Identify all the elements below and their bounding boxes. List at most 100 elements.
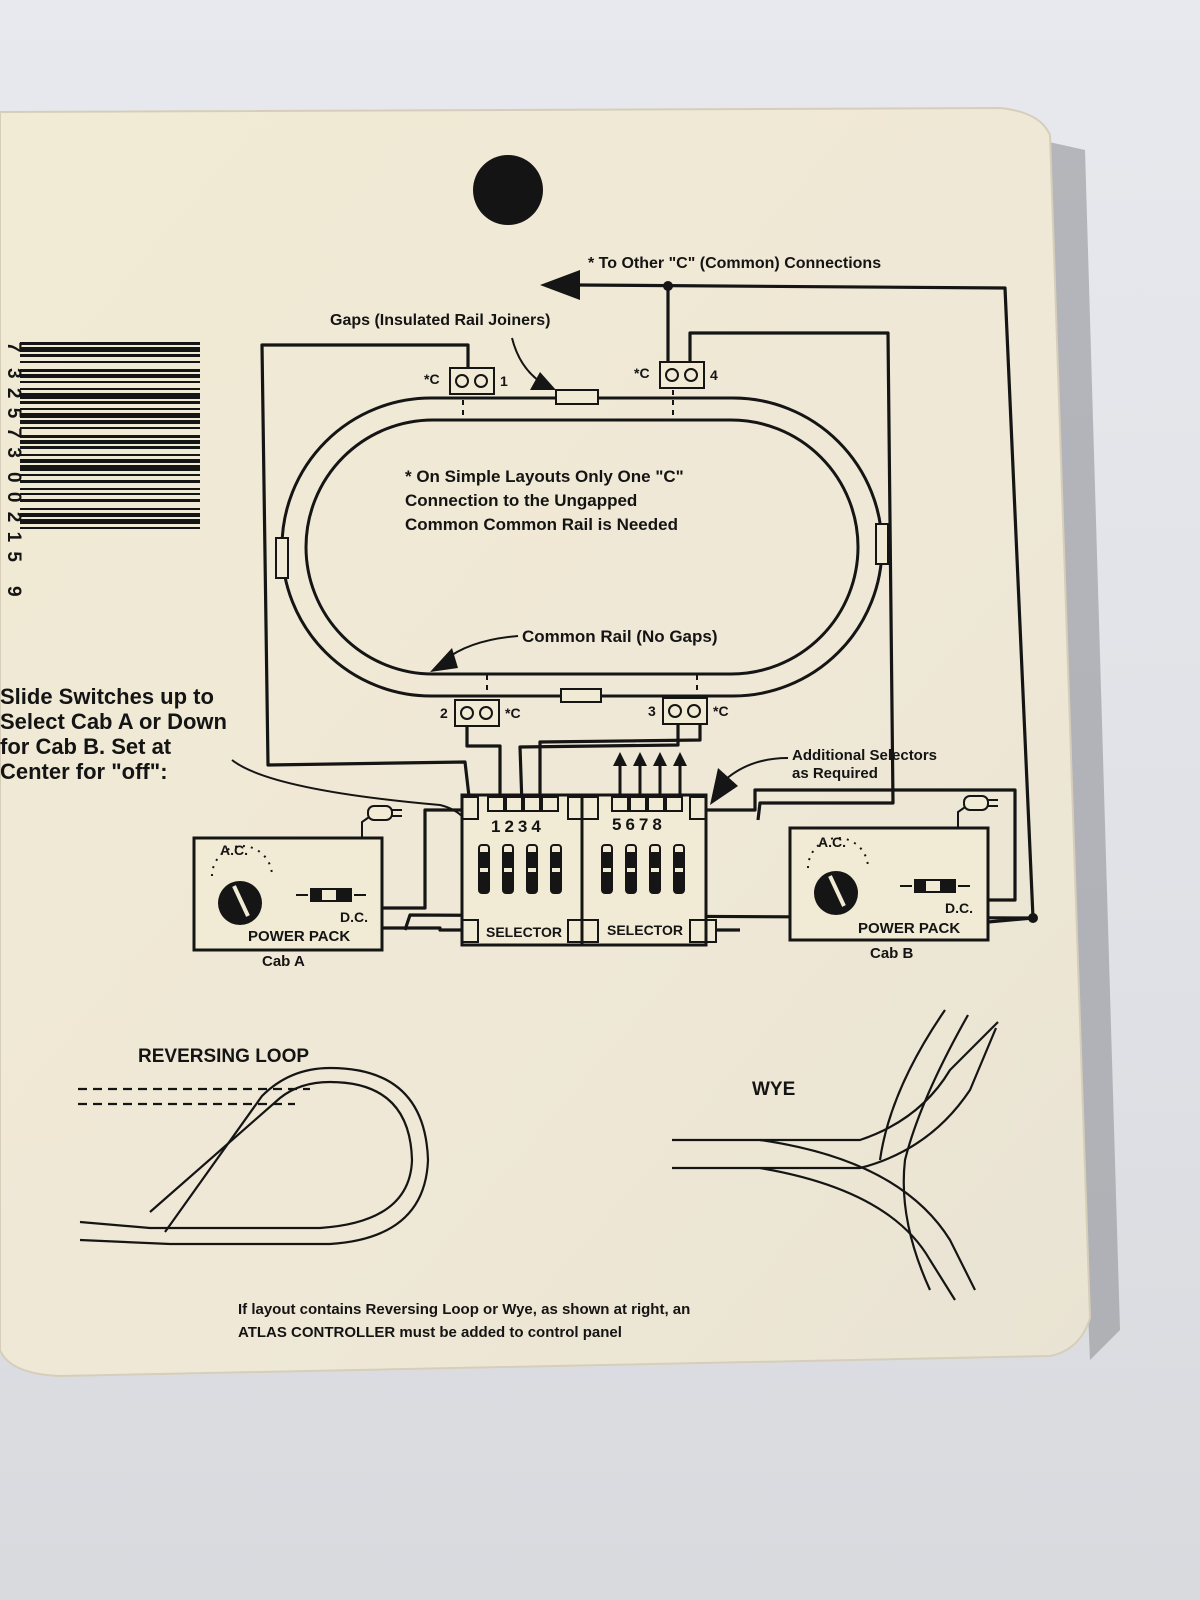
simple-layouts-note-1: * On Simple Layouts Only One "C" [405, 467, 684, 486]
terminal-1-number: 1 [500, 373, 508, 389]
additional-selectors-label-2: as Required [792, 765, 878, 782]
barcode-digit-3: 00215 [3, 472, 24, 562]
terminal-4-number: 4 [710, 367, 718, 383]
cab-b-plug-icon [957, 795, 998, 828]
oval-track [275, 389, 889, 703]
terminal-block-4: *C 4 [634, 361, 718, 389]
cab-b-dc-label: D.C. [945, 900, 973, 916]
cab-a-title: POWER PACK [248, 928, 350, 945]
wye-label: WYE [752, 1079, 795, 1100]
barcode-digit-4: 9 [3, 586, 24, 597]
barcode-digit-1: 7 [3, 342, 24, 353]
gap-joiner-left [275, 537, 289, 579]
gaps-arrow-head [530, 372, 556, 390]
wye-drawing [672, 1009, 999, 1301]
additional-selectors-pointer [724, 757, 789, 781]
selector-right-label: SELECTOR [607, 922, 683, 938]
terminal-1-common-label: *C [424, 371, 440, 387]
reversing-loop-drawing [78, 1066, 430, 1246]
selector-terminal [611, 796, 629, 812]
instructions-line-2: Select Cab A or Down [0, 709, 227, 734]
selector-right-switches [601, 844, 685, 894]
selector-terminal [523, 796, 541, 812]
cab-a-wire-1 [383, 808, 462, 910]
slide-switch [649, 844, 661, 894]
selector-terminal [647, 796, 665, 812]
selector-terminal [629, 796, 647, 812]
cab-b-direction-switch-icon [900, 879, 970, 893]
additional-selectors-arrow-head [710, 768, 738, 805]
common-rail-arrow-head [430, 648, 458, 672]
selector-left-numbers: 1234 [491, 817, 545, 836]
up-arrow-icon [613, 752, 627, 798]
barcode: 7 32573 00215 9 [3, 342, 200, 597]
selector-right-numbers: 5678 [612, 815, 666, 834]
additional-selectors-label-1: Additional Selectors [792, 747, 937, 764]
terminal-block-1: *C 1 [424, 367, 508, 395]
wire-terminal-1 [260, 343, 472, 806]
cab-b-wire-2 [987, 916, 1034, 924]
slide-switch [625, 844, 637, 894]
up-arrow-icon [673, 752, 687, 798]
footer-line-1: If layout contains Reversing Loop or Wye… [238, 1301, 690, 1318]
instructions-line-4: Center for "off": [0, 759, 168, 784]
cab-a-name: Cab A [262, 953, 305, 970]
instructions-line-1: Slide Switches up to [0, 684, 214, 709]
to-other-common-label: * To Other "C" (Common) Connections [588, 255, 881, 272]
terminal-3-common-label: *C [713, 703, 729, 719]
terminal-block-3: 3 *C [648, 697, 729, 725]
cab-a-ac-label: A.C. [220, 842, 248, 858]
wire-terminal-2 [465, 720, 502, 805]
up-arrow-icon [633, 752, 647, 798]
slide-switch [550, 844, 562, 894]
terminal-4-common-label: *C [634, 365, 650, 381]
cab-a-plug-icon [361, 805, 402, 838]
gap-joiner-bottom [560, 688, 602, 703]
cab-a-dc-label: D.C. [340, 909, 368, 925]
cab-a-throttle-knob-icon [211, 845, 273, 925]
power-pack-cab-b: A.C. D.C. POWER PACK Cab B [706, 788, 1034, 962]
gap-joiner-right [875, 523, 889, 565]
cab-b-ac-label: A.C. [818, 834, 846, 850]
up-arrow-icon [653, 752, 667, 798]
common-arrow-head [540, 270, 580, 300]
barcode-digit-2: 32573 [3, 368, 24, 458]
simple-layouts-note-3: Common Common Rail is Needed [405, 515, 678, 534]
gaps-label: Gaps (Insulated Rail Joiners) [330, 312, 551, 329]
selector-terminal [487, 796, 505, 812]
selector-terminal [541, 796, 559, 812]
power-pack-cab-a: A.C. D.C. POWER PACK Cab A [192, 805, 462, 970]
terminal-block-2: 2 *C [440, 699, 521, 727]
cab-b-wire-1 [706, 788, 1017, 902]
common-rail-label: Common Rail (No Gaps) [522, 627, 718, 646]
terminal-3-number: 3 [648, 703, 656, 719]
wire-terminal-3 [538, 720, 702, 805]
footer-line-2: ATLAS CONTROLLER must be added to contro… [238, 1324, 622, 1341]
slide-switch [601, 844, 613, 894]
cab-a-direction-switch-icon [296, 888, 366, 902]
hang-hole [473, 155, 543, 225]
wire-terminal-4 [688, 331, 895, 821]
slide-switch [673, 844, 685, 894]
cab-a-wire-2 [383, 926, 462, 932]
cab-b-name: Cab B [870, 945, 914, 962]
instructions-line-3: for Cab B. Set at [0, 734, 172, 759]
cab-b-title: POWER PACK [858, 920, 960, 937]
barcode-bars [20, 342, 200, 529]
simple-layouts-note-2: Connection to the Ungapped [405, 491, 637, 510]
selector-right: 5678 SELECTOR [567, 793, 717, 947]
slide-switch [526, 844, 538, 894]
terminal-2-common-label: *C [505, 705, 521, 721]
reversing-loop-label: REVERSING LOOP [138, 1046, 309, 1067]
gap-joiner-top [555, 389, 599, 405]
wire-terminal-3-common [518, 720, 680, 806]
expansion-arrows [613, 752, 687, 798]
cab-b-throttle-knob-icon [807, 837, 869, 915]
selector-terminal [665, 796, 683, 812]
slide-switch [502, 844, 514, 894]
slide-switch [478, 844, 490, 894]
selector-terminal [505, 796, 523, 812]
selector-left: 1234 SELECTOR [460, 793, 584, 947]
selector-left-switches [478, 844, 562, 894]
